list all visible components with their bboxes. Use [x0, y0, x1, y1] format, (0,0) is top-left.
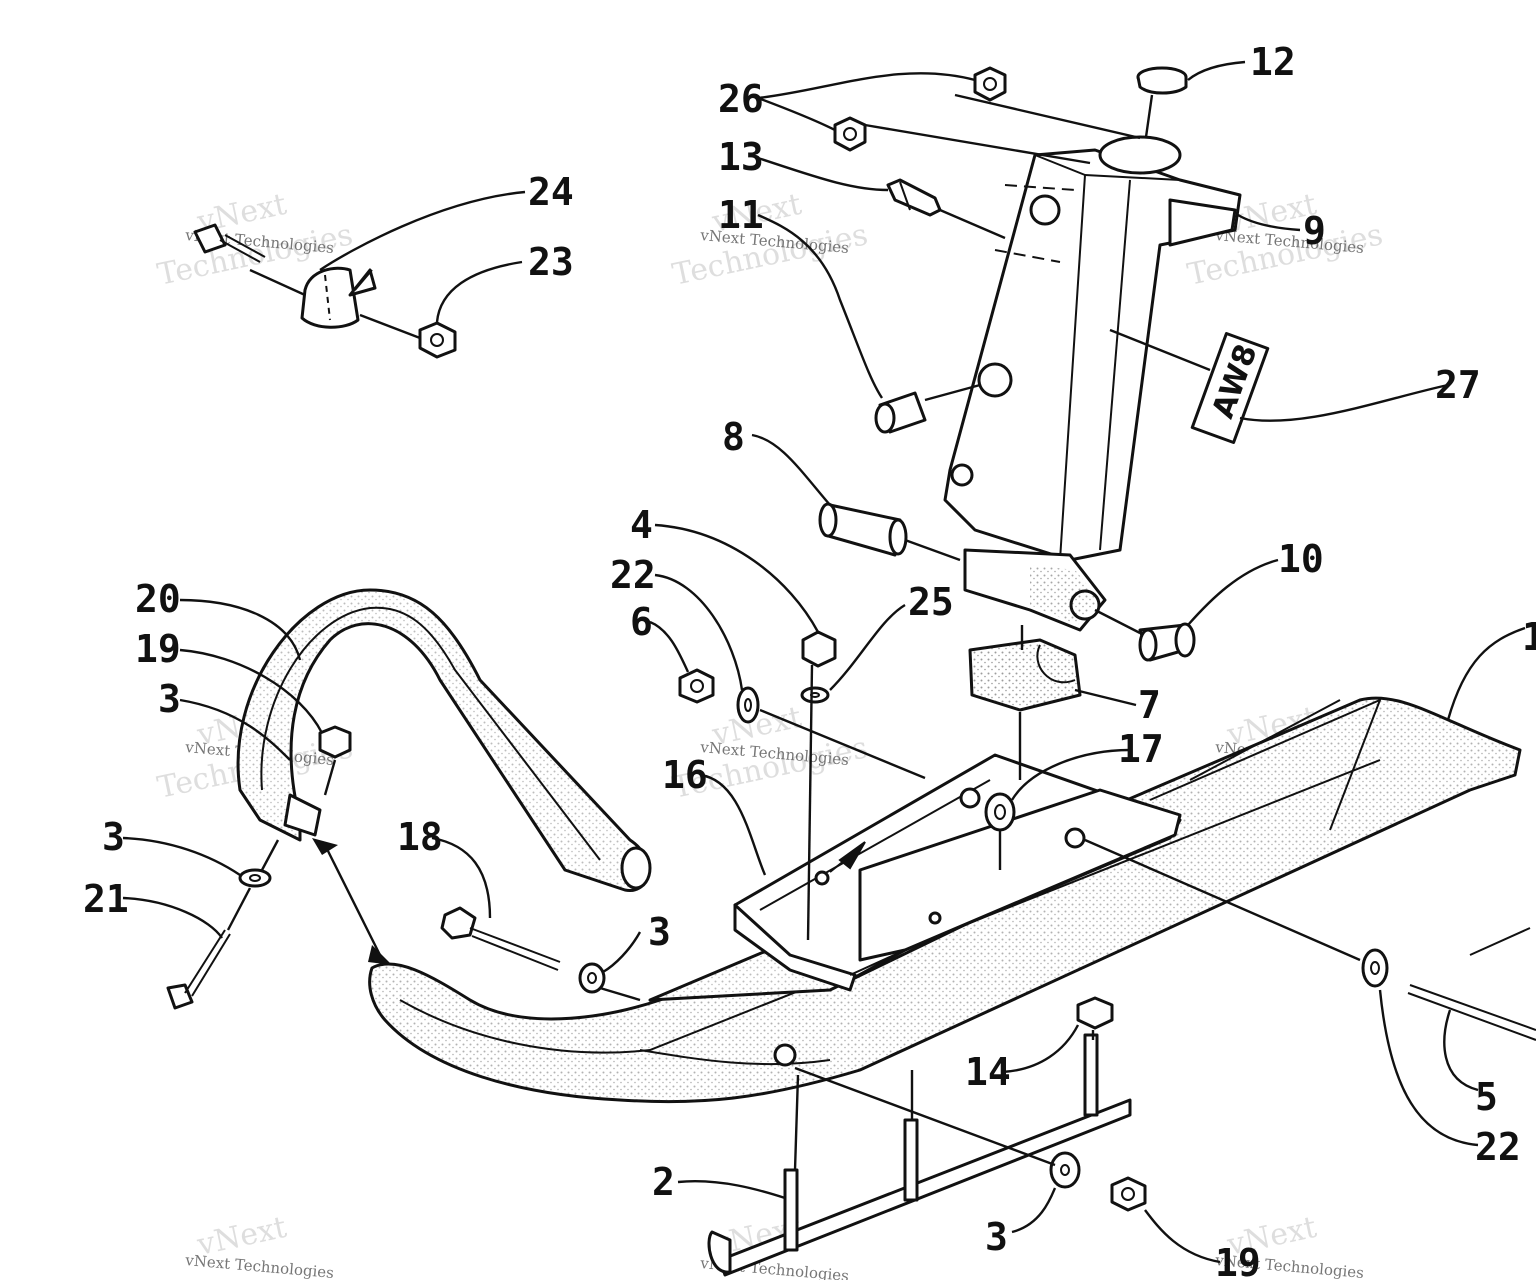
watermark-small: vNext Technologies [184, 1251, 335, 1280]
nut-4 [801, 630, 837, 668]
stopper-bracket [300, 266, 377, 329]
washer-3-mid [578, 962, 606, 994]
bolt-18 [440, 906, 561, 971]
grease-fitting [886, 178, 942, 217]
callout-3-loop-bottom: 3 [102, 815, 125, 859]
washer-3-loop [238, 868, 272, 888]
washer-17 [984, 792, 1016, 832]
callout-19-loop: 19 [135, 627, 181, 671]
ski-loop [236, 588, 652, 892]
callouts: 12 26 13 11 9 24 23 27 8 4 22 25 10 6 20… [83, 40, 1536, 1280]
callout-19-bottom: 19 [1215, 1241, 1261, 1280]
bolt-5 [1407, 927, 1536, 1041]
parts: AW8 [166, 66, 1536, 1277]
callout-17: 17 [1118, 727, 1164, 771]
nut-26b [833, 116, 867, 152]
callout-8: 8 [722, 415, 745, 459]
callout-21: 21 [83, 877, 129, 921]
washer-3-bottom [1049, 1151, 1081, 1189]
callout-6: 6 [630, 600, 653, 644]
watermark-top-center: vNext Technologies vNext Technologies [669, 187, 870, 293]
bushing-10 [1138, 622, 1196, 662]
leader-lines [122, 60, 1526, 1264]
callout-3-loop-top: 3 [158, 677, 181, 721]
callout-3-bottom: 3 [985, 1215, 1008, 1259]
bushing-8 [818, 502, 908, 557]
watermark-bottom-left: vNext vNext Technologies [184, 1210, 335, 1280]
callout-4: 4 [630, 503, 653, 547]
nut-19-loop [318, 725, 352, 759]
callout-9: 9 [1303, 209, 1326, 253]
damper-block [968, 638, 1082, 712]
nut-19-bottom [1110, 1176, 1147, 1212]
washer-22-right [1361, 948, 1389, 988]
callout-13: 13 [718, 135, 764, 179]
nut-6 [678, 668, 715, 704]
spindle-shock [943, 135, 1242, 632]
callout-20: 20 [135, 577, 181, 621]
callout-27: 27 [1435, 363, 1481, 407]
callout-12: 12 [1250, 40, 1296, 84]
callout-22-right: 22 [1475, 1125, 1521, 1169]
bolt-21 [166, 929, 231, 1010]
callout-25: 25 [908, 580, 954, 624]
wear-bar [707, 1033, 1132, 1277]
cap [1136, 66, 1188, 95]
nut-26a [973, 66, 1007, 102]
callout-16: 16 [662, 753, 708, 797]
callout-5: 5 [1475, 1075, 1498, 1119]
callout-26: 26 [718, 77, 764, 121]
callout-24: 24 [528, 170, 574, 214]
callout-2: 2 [652, 1160, 675, 1204]
callout-11: 11 [718, 193, 764, 237]
callout-23: 23 [528, 240, 574, 284]
callout-3-mid: 3 [648, 910, 671, 954]
bushing-11 [874, 391, 927, 434]
loop-to-ski-arrow [312, 838, 392, 965]
callout-1: 1 [1522, 615, 1536, 659]
saddle-arrow-indicator [829, 841, 866, 873]
callout-18: 18 [397, 815, 443, 859]
washer-22-top [736, 686, 760, 724]
bolt-24 [193, 223, 266, 263]
decal-aw8: AW8 [1190, 331, 1270, 445]
spacer-14 [1076, 996, 1114, 1030]
washer-25 [800, 686, 830, 704]
nut-23 [418, 321, 457, 359]
callout-10: 10 [1278, 537, 1324, 581]
centerlines [226, 93, 1361, 1171]
callout-14: 14 [965, 1050, 1011, 1094]
callout-22-top: 22 [610, 553, 656, 597]
callout-7: 7 [1138, 683, 1161, 727]
